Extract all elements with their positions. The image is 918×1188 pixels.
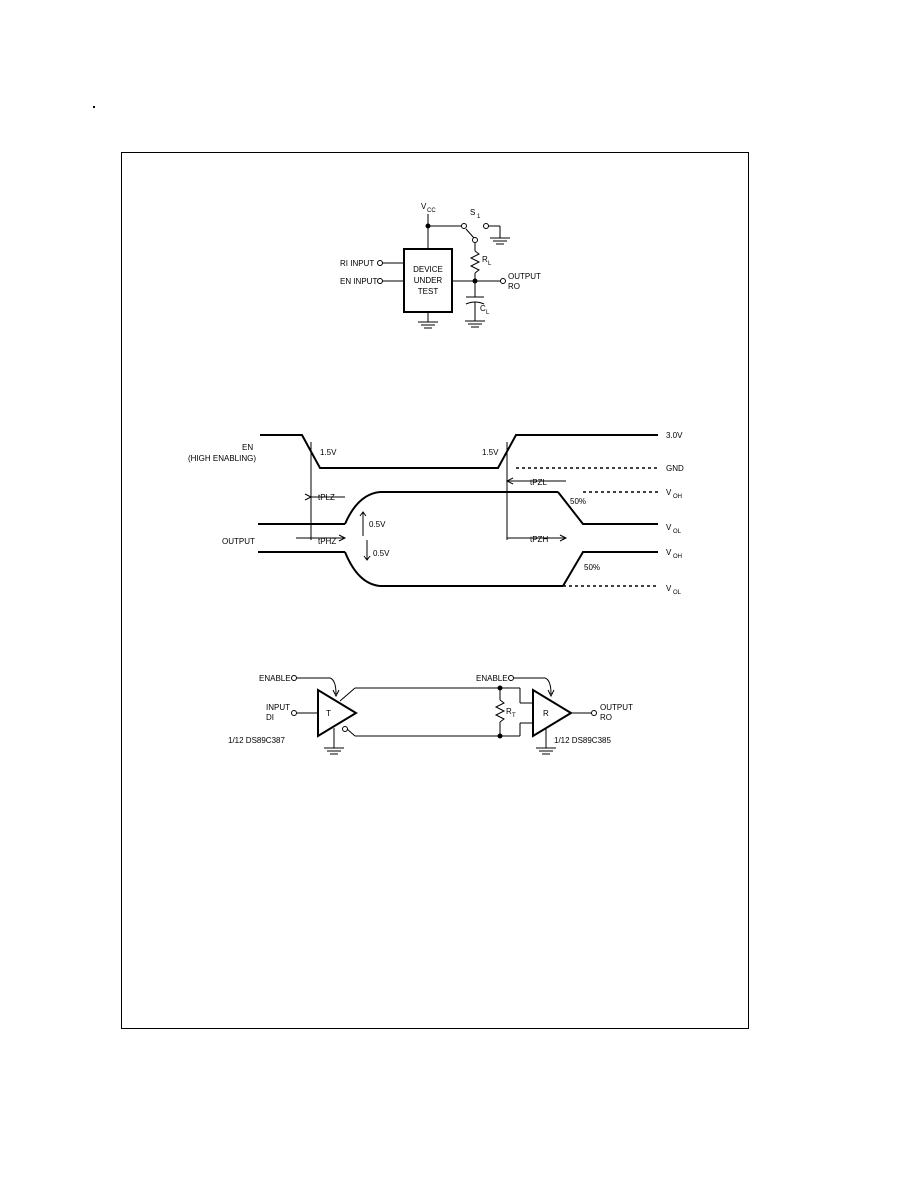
page-speck [93, 106, 95, 108]
line-b-lead [346, 728, 356, 737]
tpzh-arrowhead [559, 534, 568, 542]
voh-bottom-sub: OH [673, 554, 682, 560]
input-terminal [291, 710, 297, 716]
voh-top-label: V [666, 488, 672, 497]
driver-part-label: 1/12 DS89C387 [228, 736, 285, 745]
enable-right-arrowhead [547, 689, 555, 698]
pct50-lower-label: 50% [584, 563, 600, 572]
switch-label-sub: 1 [477, 214, 481, 220]
driver-inverting-bubble [342, 726, 348, 732]
line-a-lead [339, 687, 356, 702]
line-output-label-1: OUTPUT [600, 703, 633, 712]
delta-lower-arrowhead [363, 555, 371, 561]
vol-bottom-label: V [666, 584, 672, 593]
rt-label-sub: T [512, 713, 516, 719]
ri-input-label: RI INPUT [340, 259, 374, 268]
output-node [472, 278, 478, 284]
lower-output-rise [562, 551, 658, 587]
line-output-label-2: RO [600, 713, 612, 722]
en-high-enabling-label: (HIGH ENABLING) [188, 454, 256, 463]
receiver-part-label: 1/12 DS89C385 [554, 736, 611, 745]
pct50-upper-label: 50% [570, 497, 586, 506]
output-label-2: RO [508, 282, 520, 291]
upper-output-rise [344, 491, 558, 525]
tplz-arrowhead [304, 493, 313, 501]
v15-left-label: 1.5V [320, 448, 337, 457]
en-input-label: EN INPUT [340, 277, 377, 286]
output-label: OUTPUT [222, 537, 255, 546]
resistor-label: R [482, 255, 488, 264]
v05-upper-label: 0.5V [369, 520, 386, 529]
line-circuit: ENABLE INPUT DI T 1/12 DS89C387 [228, 674, 633, 755]
tplz-label: tPLZ [318, 493, 335, 502]
v05-lower-label: 0.5V [373, 549, 390, 558]
switch-common-terminal [472, 237, 478, 243]
output-terminal [500, 278, 506, 284]
enable-left-wire [297, 677, 337, 695]
tphz-label: tPHZ [318, 537, 336, 546]
switch-label: S [470, 208, 475, 217]
receiver-symbol: R [543, 709, 549, 718]
receiver-triangle [532, 688, 573, 738]
test-circuit: V CC S 1 R L DEVICE [340, 202, 541, 329]
v30-label: 3.0V [666, 431, 683, 440]
tphz-arrowhead [338, 534, 347, 542]
vol-top-label: V [666, 523, 672, 532]
upper-output-fall [557, 491, 658, 525]
switch-blade [465, 228, 475, 239]
vcc-label-sub: CC [427, 208, 436, 214]
enable-left-label: ENABLE [259, 674, 291, 683]
output-label-1: OUTPUT [508, 272, 541, 281]
tpzl-arrowhead [505, 477, 514, 485]
resistor-label-sub: L [488, 261, 492, 267]
input-label-2: DI [266, 713, 274, 722]
vcc-label: V [421, 202, 427, 211]
voh-bottom-label: V [666, 548, 672, 557]
enable-left-arrowhead [332, 689, 340, 698]
tpzh-label: tPZH [530, 535, 548, 544]
voh-top-sub: OH [673, 494, 682, 500]
enable-left-terminal [291, 675, 297, 681]
en-waveform [260, 434, 658, 469]
vol-top-sub: OL [673, 529, 682, 535]
vol-bottom-sub: OL [673, 590, 682, 596]
driver-symbol: T [326, 709, 331, 718]
resistor-icon [469, 250, 481, 274]
tpzl-label: tPZL [530, 478, 547, 487]
timing-diagram: EN (HIGH ENABLING) 3.0V GND 1.5V 1.5V OU… [188, 431, 684, 596]
switch-terminal-vcc [461, 223, 467, 229]
ri-input-terminal [377, 260, 383, 266]
dut-line-1: DEVICE [413, 265, 443, 274]
driver-triangle [317, 688, 358, 738]
input-label-1: INPUT [266, 703, 290, 712]
capacitor-label: C [480, 304, 486, 313]
delta-upper-arrowhead [359, 511, 367, 517]
en-label: EN [242, 443, 253, 452]
enable-right-label: ENABLE [476, 674, 508, 683]
enable-right-wire [514, 677, 552, 695]
lower-output-fall [344, 551, 563, 587]
dut-line-2: UNDER [414, 276, 443, 285]
enable-right-terminal [508, 675, 514, 681]
rt-resistor-icon [494, 699, 506, 723]
receiver-output-terminal [591, 710, 597, 716]
capacitor-label-sub: L [486, 310, 490, 316]
en-input-terminal [377, 278, 383, 284]
gnd-label: GND [666, 464, 684, 473]
figure-frame [121, 152, 749, 1029]
v15-right-label: 1.5V [482, 448, 499, 457]
switch-terminal-gnd [483, 223, 489, 229]
dut-line-3: TEST [418, 287, 439, 296]
rt-label: R [506, 707, 512, 716]
